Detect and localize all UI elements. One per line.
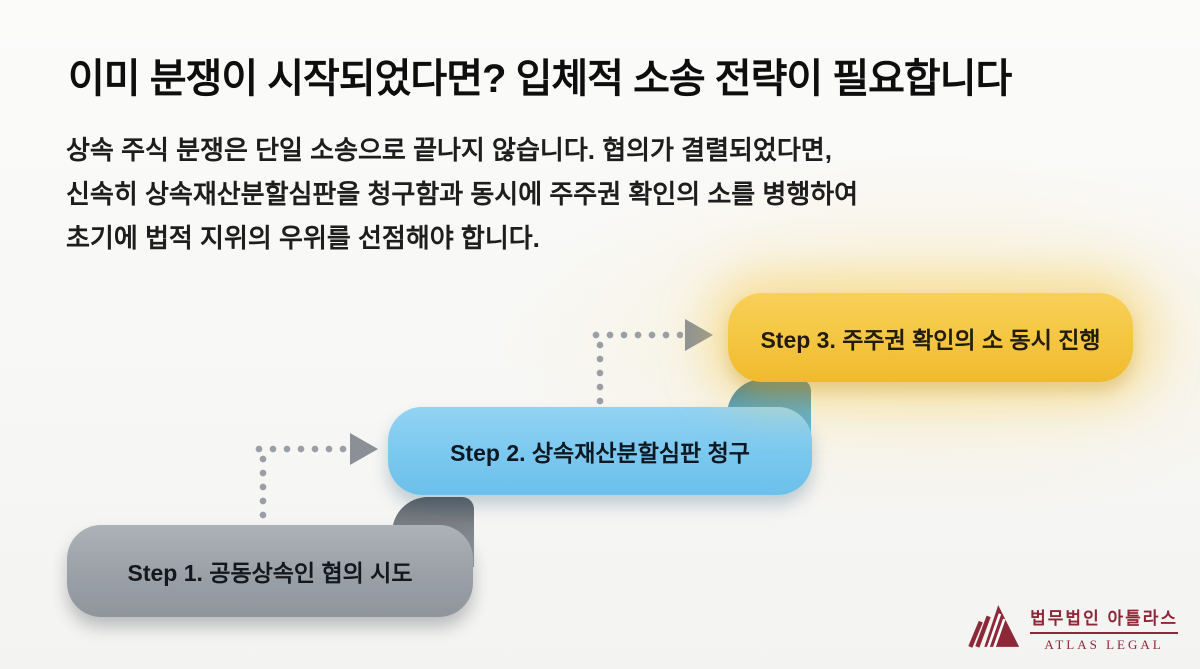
connector-2-horizontal-dots [589, 331, 683, 339]
arrow-right-icon [685, 319, 713, 351]
intro-line-2: 신속히 상속재산분할심판을 청구함과 동시에 주주권 확인의 소를 병행하여 [66, 179, 859, 209]
logo-text-block: 법무법인 아틀라스 ATLAS LEGAL [1030, 604, 1178, 653]
intro-paragraph: 상속 주식 분쟁은 단일 소송으로 끝나지 않습니다. 협의가 결렬되었다면, … [66, 128, 858, 260]
mountain-triangle-logo-icon [966, 602, 1020, 655]
connector-1-vertical-dots [259, 452, 267, 524]
step-1-box: Step 1. 공동상속인 협의 시도 [67, 525, 473, 617]
intro-line-3: 초기에 법적 지위의 우위를 선점해야 합니다. [66, 223, 540, 253]
connector-1-horizontal-dots [252, 445, 349, 453]
step-2-box: Step 2. 상속재산분할심판 청구 [388, 407, 812, 495]
step-3-label: Step 3. 주주권 확인의 소 동시 진행 [760, 326, 1101, 353]
connector-2-vertical-dots [596, 338, 604, 408]
logo-korean-name: 법무법인 아틀라스 [1030, 609, 1178, 629]
logo-english-name: ATLAS LEGAL [1044, 636, 1164, 652]
page-title: 이미 분쟁이 시작되었다면? 입체적 소송 전략이 필요합니다 [68, 57, 1012, 101]
step-1-label: Step 1. 공동상속인 협의 시도 [127, 560, 413, 586]
arrow-right-icon [350, 433, 378, 465]
step-3-box: Step 3. 주주권 확인의 소 동시 진행 [728, 293, 1133, 382]
logo-divider [1030, 632, 1178, 634]
step-2-label: Step 2. 상속재산분할심판 청구 [450, 440, 750, 466]
intro-line-1: 상속 주식 분쟁은 단일 소송으로 끝나지 않습니다. 협의가 결렬되었다면, [66, 135, 832, 165]
atlas-legal-logo: 법무법인 아틀라스 ATLAS LEGAL [966, 602, 1178, 655]
